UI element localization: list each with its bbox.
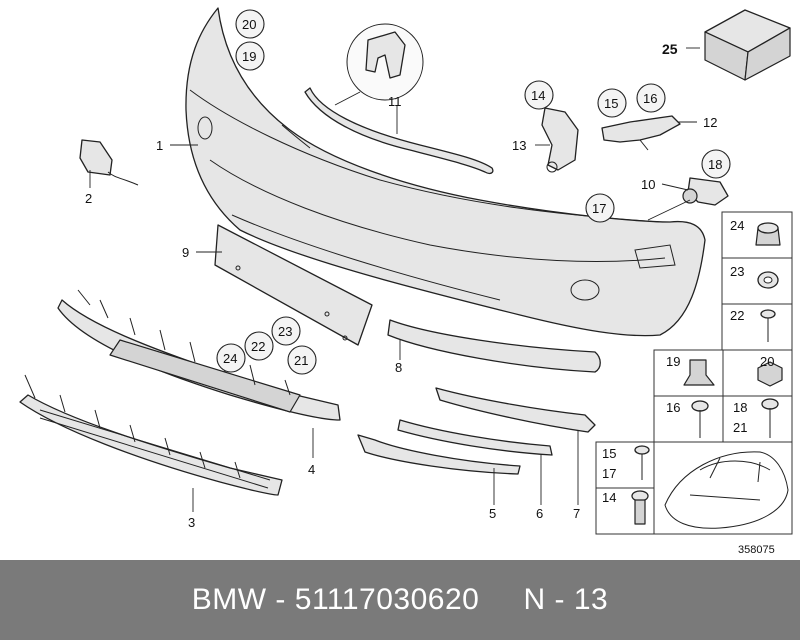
spoiler-strip-7-part	[435, 387, 596, 433]
leader-lines	[89, 47, 700, 512]
tow-hook-cover-part	[79, 139, 139, 186]
label-4: 4	[308, 462, 315, 477]
label-1: 1	[156, 138, 163, 153]
bumper-cover-part	[185, 7, 706, 337]
circled-18: 18	[708, 157, 722, 172]
lower-trim-part	[387, 319, 601, 373]
box-label-22: 22	[730, 308, 744, 323]
box-label-24: 24	[730, 218, 744, 233]
circled-15: 15	[604, 96, 618, 111]
trim-strip-part	[304, 87, 494, 175]
box-label-18: 18	[733, 400, 747, 415]
label-9: 9	[182, 245, 189, 260]
box-label-17: 17	[602, 466, 616, 481]
circled-14: 14	[531, 88, 545, 103]
parts-diagram: 1 2 3 4 5 6 7 8 9 10 11 12 13 20 19 14 1…	[19, 7, 793, 556]
part-number-text: 51117030620	[294, 583, 480, 616]
box-label-19: 19	[666, 354, 680, 369]
reference-code: 358075	[738, 544, 775, 556]
circled-22: 22	[251, 339, 265, 354]
position-text: N - 13	[523, 583, 609, 616]
clip-detail-view	[334, 23, 424, 106]
separator: -	[266, 583, 295, 616]
box-label-21: 21	[733, 420, 747, 435]
grille-lower-part	[19, 374, 283, 496]
circled-23: 23	[278, 324, 292, 339]
part-info-banner: BMW - 51117030620 N - 13	[0, 560, 800, 640]
hardware-table	[595, 211, 793, 535]
circled-19: 19	[242, 49, 256, 64]
label-6: 6	[536, 506, 543, 521]
circled-21: 21	[294, 353, 308, 368]
sensor-bracket-part	[541, 107, 579, 173]
box-label-15: 15	[602, 446, 616, 461]
park-sensor-part	[682, 177, 729, 206]
parts-kit-box	[704, 9, 791, 81]
label-3: 3	[188, 515, 195, 530]
circled-17: 17	[592, 201, 606, 216]
callout-labels: 1 2 3 4 5 6 7 8 9 10 11 12 13 20 19 14 1…	[85, 9, 775, 556]
label-10: 10	[641, 177, 655, 192]
label-8: 8	[395, 360, 402, 375]
brand-text: BMW	[191, 583, 267, 616]
mounting-bracket-part	[601, 115, 681, 151]
label-7: 7	[573, 506, 580, 521]
spoiler-strip-6-part	[397, 419, 553, 456]
label-5: 5	[489, 506, 496, 521]
box-label-14: 14	[602, 490, 616, 505]
box-label-23: 23	[730, 264, 744, 279]
spacer	[479, 583, 523, 617]
circled-16: 16	[643, 91, 657, 106]
box-label-20: 20	[760, 354, 774, 369]
label-2: 2	[85, 191, 92, 206]
label-13: 13	[512, 138, 526, 153]
grille-center-part	[57, 289, 341, 421]
spoiler-strip-5-part	[357, 434, 521, 475]
label-11: 11	[388, 94, 402, 109]
label-25: 25	[662, 41, 678, 57]
circled-24: 24	[223, 351, 237, 366]
label-12: 12	[703, 115, 717, 130]
circled-20: 20	[242, 17, 256, 32]
box-label-16: 16	[666, 400, 680, 415]
